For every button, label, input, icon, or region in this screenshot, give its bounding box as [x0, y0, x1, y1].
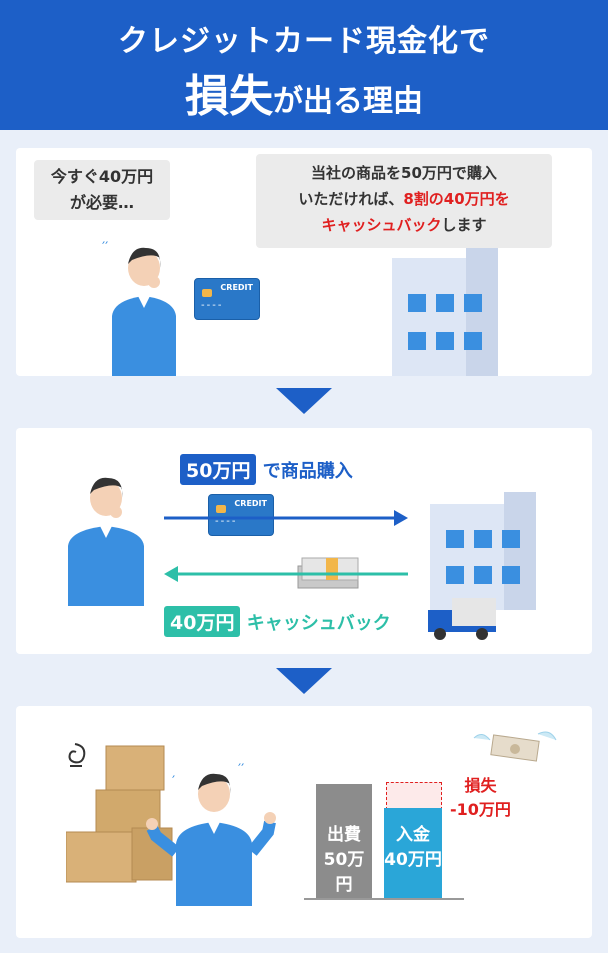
company-bubble-line3a: キャッシュバック [321, 216, 442, 234]
bar-income: 入金 40万円 [384, 808, 442, 898]
card-number: ---- [215, 516, 238, 527]
company-bubble-line2b: 8割の40万円を [403, 190, 510, 208]
loss-title: 損失 [464, 776, 497, 795]
company-speech-bubble: 当社の商品を50万円で購入 いただければ、8割の40万円を キャッシュバックしま… [256, 154, 552, 248]
company-bubble-line2a: いただければ、 [298, 190, 404, 208]
arrow-left-icon [164, 566, 408, 582]
purchase-text: で商品購入 [262, 461, 353, 482]
company-bubble-line3b: します [441, 216, 487, 234]
panel-result: ′′ ′ 出費 50万円 入金 40万円 損失 -10万円 [16, 706, 592, 938]
person-bubble-line1: 今すぐ40万円 [50, 167, 154, 186]
card-label: CREDIT [220, 283, 253, 292]
confused-swirl-icon [68, 743, 86, 767]
cashback-amount-tag: 40万円 [164, 606, 241, 637]
purchase-label: 50万円 で商品購入 [180, 454, 353, 485]
building-side [466, 248, 498, 376]
company-bubble-line1: 当社の商品を50万円で購入 [311, 164, 497, 182]
bar-expense-label: 出費 [327, 825, 361, 845]
loss-gap [386, 782, 442, 810]
bar-expense: 出費 50万円 [316, 784, 372, 898]
bar-income-label: 入金 [396, 825, 430, 845]
header-title-rest: が出る理由 [273, 84, 423, 119]
worried-person-illustration: ′′ [102, 240, 176, 376]
bar-income-value: 40万円 [384, 850, 442, 870]
header-banner: クレジットカード現金化で 損失が出る理由 [0, 0, 608, 130]
person-bubble-line2: が必要… [69, 193, 134, 212]
bar-expense-value: 50万円 [323, 850, 365, 895]
loss-amount: -10万円 [450, 800, 511, 819]
card-chip [216, 505, 226, 513]
sweat-icon: ′′ [102, 240, 108, 256]
chart-baseline [304, 898, 464, 900]
down-arrow-1 [276, 388, 332, 414]
cashback-label: 40万円 キャッシュバック [164, 606, 391, 637]
person-illustration [68, 477, 144, 606]
loss-label: 損失 -10万円 [450, 772, 511, 820]
header-title-line1: クレジットカード現金化で [118, 24, 490, 59]
cardboard-boxes-icon [66, 745, 173, 883]
svg-text:′: ′ [172, 774, 175, 790]
credit-card-icon: CREDIT ---- [208, 494, 274, 536]
header-title-line2: 損失が出る理由 [0, 60, 608, 124]
flying-money-icon [473, 731, 557, 762]
card-label: CREDIT [234, 499, 267, 508]
card-chip [202, 289, 212, 297]
building-side [504, 492, 536, 610]
panel-flow: 50万円 で商品購入 CREDIT ---- 40万円 キャッシュバック [16, 428, 592, 654]
person-speech-bubble: 今すぐ40万円 が必要… [34, 160, 170, 220]
credit-card-icon: CREDIT ---- [194, 278, 260, 320]
delivery-truck-icon [428, 598, 496, 640]
company-bubble-line2: いただければ、8割の40万円を [256, 186, 552, 212]
down-arrow-2 [276, 668, 332, 694]
troubled-person-illustration: ′′ ′ [146, 762, 276, 906]
company-bubble-line3: キャッシュバックします [256, 212, 552, 238]
card-number: ---- [201, 300, 224, 311]
purchase-amount-tag: 50万円 [180, 454, 257, 485]
sweat-icon: ′′ [238, 762, 244, 778]
cashback-text: キャッシュバック [246, 613, 391, 634]
arrow-right-icon [164, 510, 408, 526]
header-title-loss: 損失 [185, 71, 273, 122]
company-building-icon [392, 248, 498, 376]
company-building-icon [430, 492, 536, 610]
panel-offer: 今すぐ40万円 が必要… 当社の商品を50万円で購入 いただければ、8割の40万… [16, 148, 592, 376]
